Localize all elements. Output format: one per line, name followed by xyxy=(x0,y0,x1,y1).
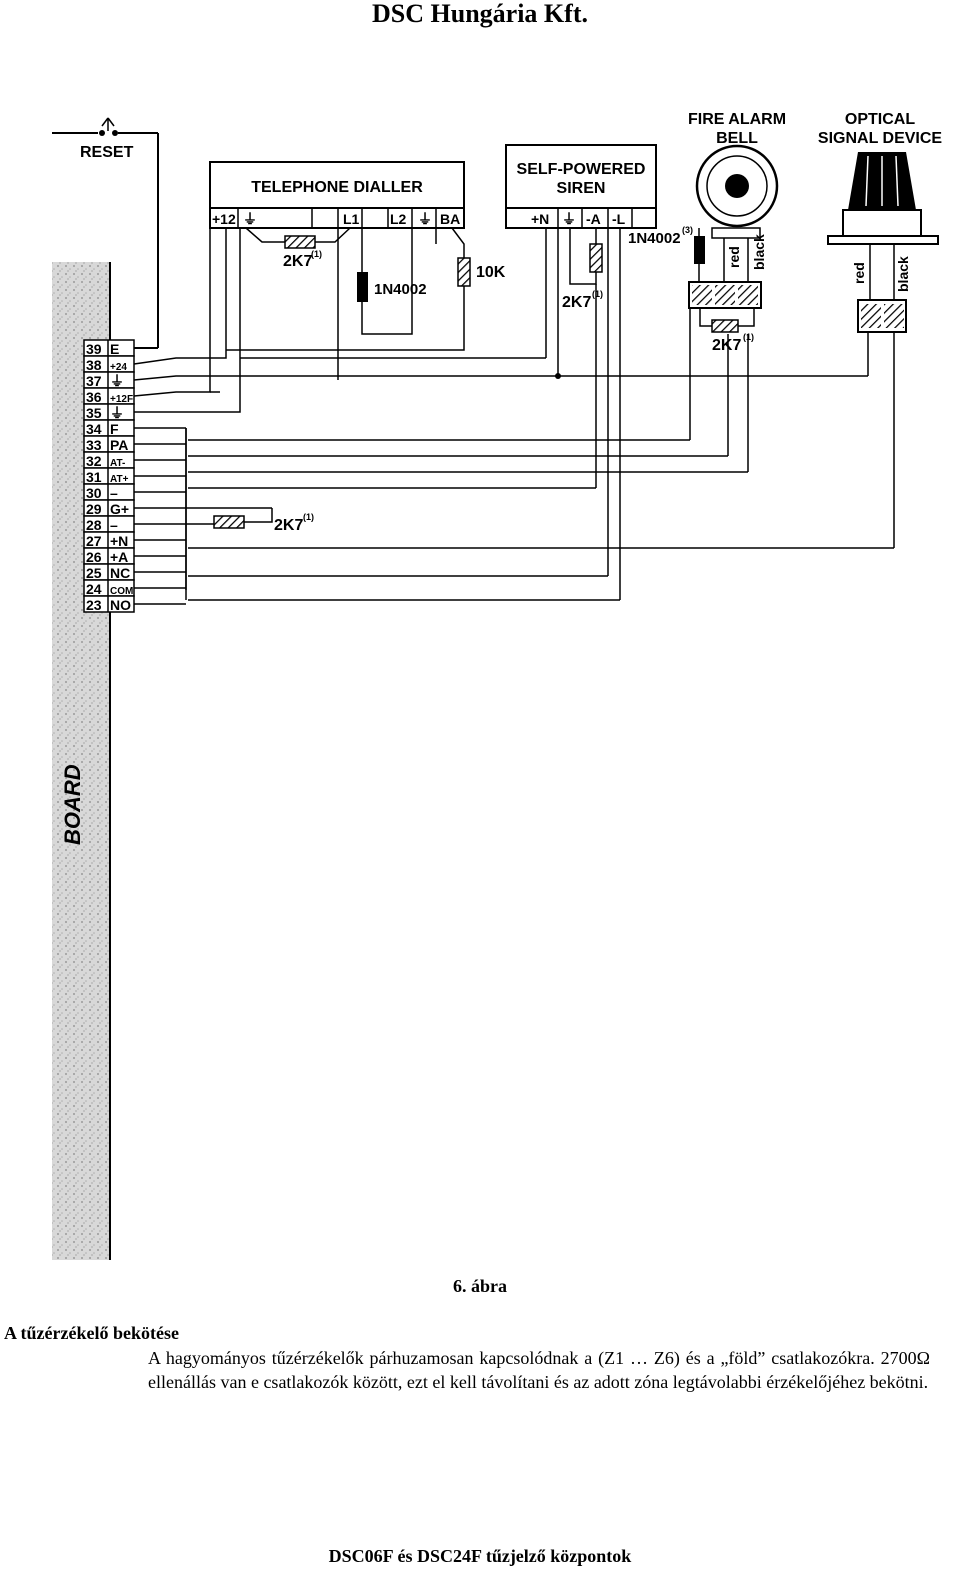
siren-title-line1: SELF-POWERED xyxy=(517,161,646,178)
section-body: A hagyományos tűzérzékelők párhuzamosan … xyxy=(148,1348,930,1392)
terminal-number: 25 xyxy=(86,565,102,581)
terminal-signal: – xyxy=(110,517,118,533)
terminal-signal: +N xyxy=(110,533,128,549)
dialler-terminal-ground-2: ⏚ xyxy=(418,211,432,227)
terminal-number: 27 xyxy=(86,533,102,549)
terminal-number: 24 xyxy=(86,581,102,597)
optical-wire-red: red xyxy=(851,262,867,284)
optical-title-line2: SIGNAL DEVICE xyxy=(818,130,943,147)
terminal-number: 28 xyxy=(86,517,102,533)
dialler-diode: 1N4002 xyxy=(357,272,427,302)
terminal-block: 39 E 38 +24 37 ⏚ 36 +12F 35 ⏚ 34 F 33 PA 32 AT- 31 AT+ 30–… xyxy=(83,339,135,613)
dialler-resistor-label: 2K7 xyxy=(283,253,312,270)
dialler-terminal-ground: ⏚ xyxy=(243,211,257,227)
document-header: DSC Hungária Kft. xyxy=(372,0,588,28)
terminal-signal: COM xyxy=(110,586,133,597)
terminal-number: 37 xyxy=(86,373,102,389)
bell-diode: 1N4002 (3) xyxy=(628,225,705,282)
terminal-number: 33 xyxy=(86,437,102,453)
zone-resistor: 2K7 (1) xyxy=(213,512,314,534)
dialler-resistor-note: (1) xyxy=(311,249,322,259)
terminal-signal: ⏚ xyxy=(110,373,124,389)
siren-resistor-note: (1) xyxy=(592,289,603,299)
terminal-number: 34 xyxy=(86,421,102,437)
siren-terminal-minus-a: -A xyxy=(586,211,601,227)
terminal-number: 36 xyxy=(86,389,102,405)
terminal-signal: AT+ xyxy=(110,474,129,485)
optical-signal-device: OPTICAL SIGNAL DEVICE red black xyxy=(818,111,943,333)
bell-wire-red: red xyxy=(726,246,742,268)
siren-terminal-ground: ⏚ xyxy=(562,211,576,227)
dialler-terminal-plus12: +12 xyxy=(212,211,236,227)
section-title: A tűzérzékelő bekötése xyxy=(4,1323,179,1343)
terminal-signal: F xyxy=(110,421,119,437)
terminal-signal: +A xyxy=(110,549,128,565)
bell-title-line1: FIRE ALARM xyxy=(688,111,786,128)
terminal-signal: NC xyxy=(110,565,130,581)
bell-title-line2: BELL xyxy=(716,130,758,147)
dialler-title: TELEPHONE DIALLER xyxy=(251,179,423,196)
self-powered-siren: SELF-POWERED SIREN +N ⏚ -A -L 2K7 (1) xyxy=(505,144,657,311)
siren-resistor-label: 2K7 xyxy=(562,294,591,311)
board-label: BOARD xyxy=(60,764,85,845)
terminal-number: 26 xyxy=(86,549,102,565)
dialler-terminal-ba: BA xyxy=(440,211,460,227)
dialler-terminal-l1: L1 xyxy=(343,211,360,227)
terminal-signal: PA xyxy=(110,437,128,453)
siren-terminal-plus-n: +N xyxy=(531,211,549,227)
terminal-number: 23 xyxy=(86,597,102,613)
siren-title-line2: SIREN xyxy=(557,180,606,197)
telephone-dialler: TELEPHONE DIALLER +12 ⏚ L1 L2 ⏚ BA 2K7 (… xyxy=(209,161,506,351)
terminal-number: 38 xyxy=(86,357,102,373)
fire-alarm-bell: FIRE ALARM BELL 1N4002 (3) red black 2K7… xyxy=(628,111,786,354)
terminal-signal: AT- xyxy=(110,458,125,469)
siren-terminal-minus-l: -L xyxy=(612,211,626,227)
dialler-resistor: 2K7 (1) xyxy=(283,235,322,270)
wiring xyxy=(133,228,895,605)
dialler-diode-label: 1N4002 xyxy=(374,281,427,298)
bell-diode-label: 1N4002 xyxy=(628,230,681,247)
terminal-number: 32 xyxy=(86,453,102,469)
terminal-number: 29 xyxy=(86,501,102,517)
figure-caption: 6. ábra xyxy=(453,1276,507,1296)
zone-resistor-label: 2K7 xyxy=(274,517,303,534)
reset-switch: RESET xyxy=(52,117,159,349)
wiring-diagram: BOARD 39 E 38 +24 37 ⏚ 36 +12F 35 ⏚ 34 F 33 PA 32 AT- 31… xyxy=(52,111,943,1260)
terminal-signal: +12F xyxy=(110,394,133,405)
terminal-number: 35 xyxy=(86,405,102,421)
dialler-terminal-l2: L2 xyxy=(390,211,407,227)
siren-resistor: 2K7 (1) xyxy=(562,243,603,311)
bell-wire-black: black xyxy=(751,234,767,270)
terminal-signal: +24 xyxy=(110,362,127,373)
terminal-number: 31 xyxy=(86,469,102,485)
terminal-signal: E xyxy=(110,341,119,357)
zone-resistor-note: (1) xyxy=(303,512,314,522)
terminal-signal: ⏚ xyxy=(110,405,124,421)
terminal-signal: – xyxy=(110,485,118,501)
document-footer: DSC06F és DSC24F tűzjelző központok xyxy=(328,1546,632,1566)
dialler-pullup-resistor: 10K xyxy=(457,257,506,287)
dialler-pullup-label: 10K xyxy=(476,264,506,281)
terminal-number: 30 xyxy=(86,485,102,501)
optical-title-line1: OPTICAL xyxy=(845,111,915,128)
bell-diode-note: (3) xyxy=(682,225,693,235)
terminal-signal: G+ xyxy=(110,501,129,517)
optical-terminal-block xyxy=(857,299,907,333)
bell-terminal-block xyxy=(688,281,762,309)
optical-wire-black: black xyxy=(895,256,911,292)
bell-resistor-label: 2K7 xyxy=(712,337,741,354)
terminal-number: 39 xyxy=(86,341,102,357)
terminal-signal: NO xyxy=(110,597,131,613)
reset-label: RESET xyxy=(80,144,134,161)
